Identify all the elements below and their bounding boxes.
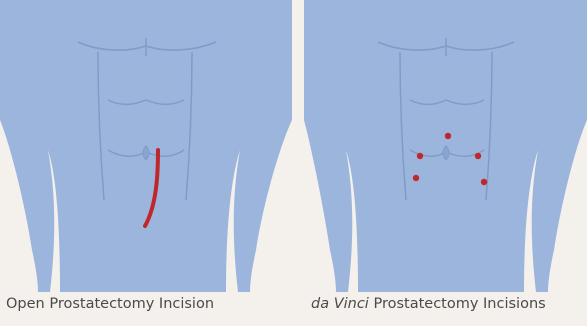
torso-illustration-davinci — [304, 0, 587, 292]
open-prostatectomy-panel: Open Prostatectomy Incision — [0, 0, 292, 326]
port-dot-left-lower — [413, 175, 419, 181]
port-dot-left-upper — [417, 153, 423, 159]
navel — [443, 146, 449, 160]
caption-davinci: da Vinci Prostatectomy Incisions — [311, 296, 546, 312]
port-dot-top — [445, 133, 451, 139]
navel — [143, 146, 149, 160]
port-dot-right-lower — [481, 179, 487, 185]
port-dot-right-upper — [475, 153, 481, 159]
caption-davinci-italic: da Vinci — [311, 296, 369, 312]
davinci-prostatectomy-panel: da Vinci Prostatectomy Incisions — [304, 0, 587, 326]
caption-open: Open Prostatectomy Incision — [6, 296, 214, 312]
caption-davinci-rest: Prostatectomy Incisions — [369, 296, 546, 312]
torso-illustration-open — [0, 0, 292, 292]
